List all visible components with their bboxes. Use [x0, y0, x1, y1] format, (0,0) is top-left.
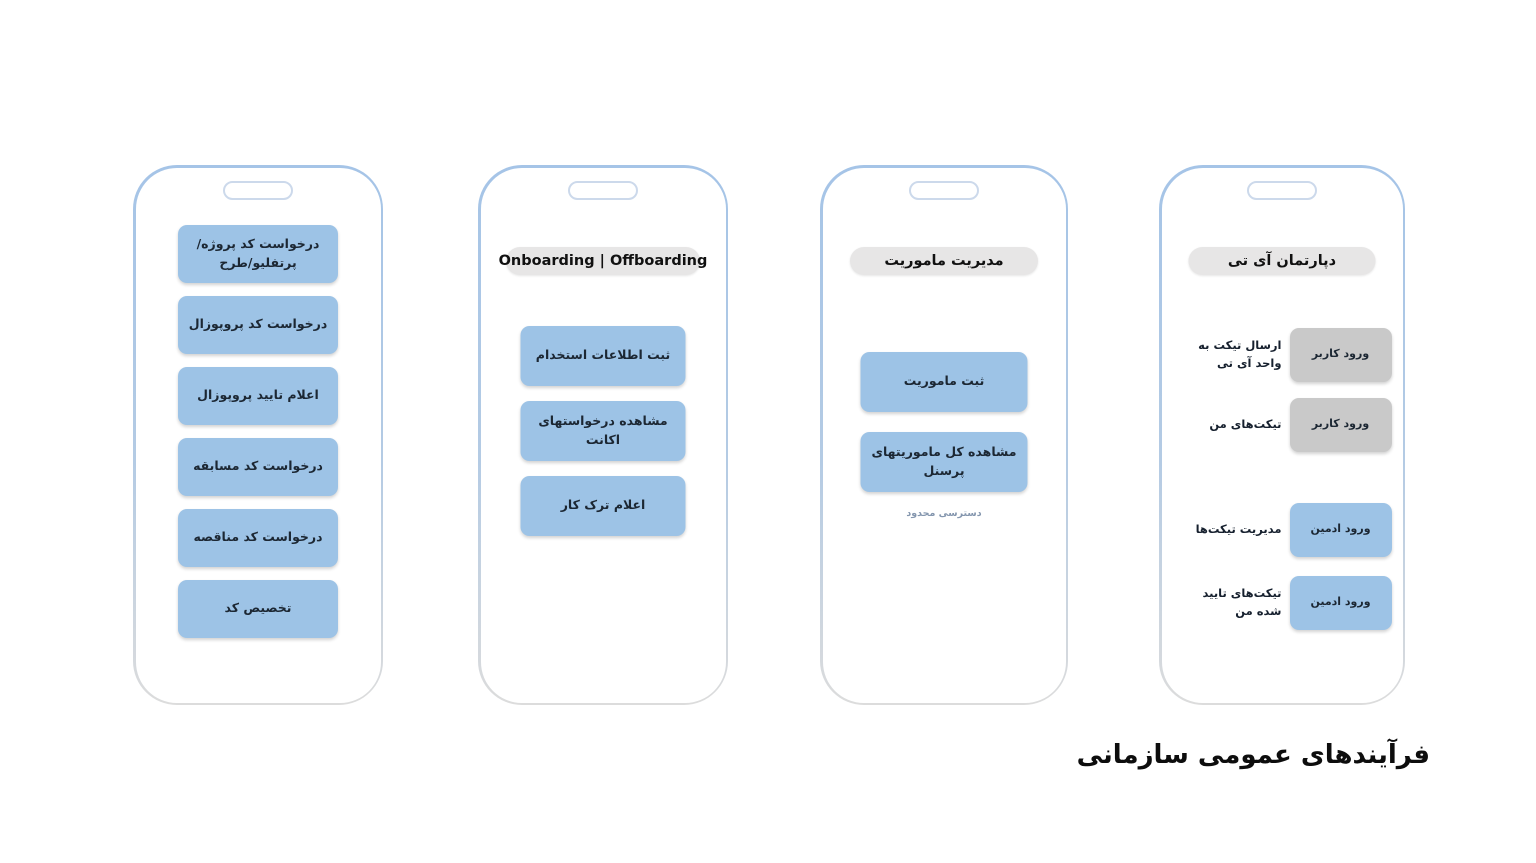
label-ticket-management: مدیریت تیکت‌ها — [1195, 521, 1282, 536]
phone-screen: درخواست کد پروژه/پرتفلیو/طرح درخواست کد … — [135, 167, 381, 703]
section-title: فرآیندهای عمومی سازمانی — [1076, 740, 1430, 770]
phone-notch-icon — [223, 180, 293, 200]
button-register-mission[interactable]: ثبت ماموریت — [860, 351, 1028, 412]
button-admin-login-ticket-management[interactable]: ورود ادمین — [1289, 502, 1392, 557]
phone-frame-code-requests: درخواست کد پروژه/پرتفلیو/طرح درخواست کد … — [133, 165, 383, 705]
phone-notch-icon — [568, 180, 638, 200]
button-request-competition-code[interactable]: درخواست کد مسابقه — [178, 437, 338, 496]
phone-screen: Onboarding | Offboarding ثبت اطلاعات است… — [480, 167, 726, 703]
button-code-allocation[interactable]: تخصیص کد — [178, 579, 338, 638]
button-user-login-send-ticket[interactable]: ورود کاربر — [1289, 327, 1392, 382]
label-my-tickets: تیکت‌های من — [1209, 416, 1282, 431]
button-stack: درخواست کد پروژه/پرتفلیو/طرح درخواست کد … — [178, 224, 338, 638]
button-announce-leaving-work[interactable]: اعلام ترک کار — [520, 475, 686, 536]
phone-notch-icon — [1247, 180, 1317, 200]
phone-frame-onboarding-offboarding: Onboarding | Offboarding ثبت اطلاعات است… — [478, 165, 728, 705]
button-user-login-my-tickets[interactable]: ورود کاربر — [1289, 397, 1392, 452]
button-stack: ثبت اطلاعات استخدام مشاهده درخواستهای اک… — [520, 325, 686, 536]
label-send-ticket-to-it-unit: ارسال تیکت به واحد آی تی — [1198, 338, 1282, 370]
phone-screen: دپارتمان آی تی ارسال تیکت به واحد آی تی … — [1161, 167, 1403, 703]
button-admin-login-approved-tickets[interactable]: ورود ادمین — [1289, 575, 1392, 630]
header-it-department: دپارتمان آی تی — [1188, 246, 1376, 275]
phone-notch-icon — [909, 180, 979, 200]
button-view-account-requests[interactable]: مشاهده درخواستهای اکانت — [520, 400, 686, 461]
phone-frame-mission-management: مدیریت ماموریت ثبت ماموریت مشاهده کل مام… — [820, 165, 1068, 705]
limited-access-note: دسترسی محدود — [906, 507, 982, 519]
header-mission-management: مدیریت ماموریت — [850, 246, 1038, 275]
phone-screen: مدیریت ماموریت ثبت ماموریت مشاهده کل مام… — [822, 167, 1066, 703]
phone-frame-it-department: دپارتمان آی تی ارسال تیکت به واحد آی تی … — [1159, 165, 1405, 705]
it-row-my-approved-tickets: تیکت‌های تایید شده من ورود ادمین — [1174, 575, 1392, 630]
it-row-send-ticket: ارسال تیکت به واحد آی تی ورود کاربر — [1174, 327, 1392, 382]
button-stack: ثبت ماموریت مشاهده کل ماموریتهای پرسنل — [860, 351, 1028, 492]
button-view-all-personnel-missions[interactable]: مشاهده کل ماموریتهای پرسنل — [860, 431, 1028, 492]
header-onboarding-offboarding: Onboarding | Offboarding — [499, 246, 707, 275]
button-announce-proposal-approval[interactable]: اعلام تایید پروپوزال — [178, 366, 338, 425]
it-row-ticket-management: مدیریت تیکت‌ها ورود ادمین — [1174, 502, 1392, 557]
it-row-my-tickets: تیکت‌های من ورود کاربر — [1174, 397, 1392, 452]
button-register-employment-info[interactable]: ثبت اطلاعات استخدام — [520, 325, 686, 386]
button-request-tender-code[interactable]: درخواست کد مناقصه — [178, 508, 338, 567]
button-request-project-portfolio-plan-code[interactable]: درخواست کد پروژه/پرتفلیو/طرح — [178, 224, 338, 283]
label-my-approved-tickets: تیکت‌های تایید شده من — [1202, 586, 1282, 618]
button-request-proposal-code[interactable]: درخواست کد پروپوزال — [178, 295, 338, 354]
